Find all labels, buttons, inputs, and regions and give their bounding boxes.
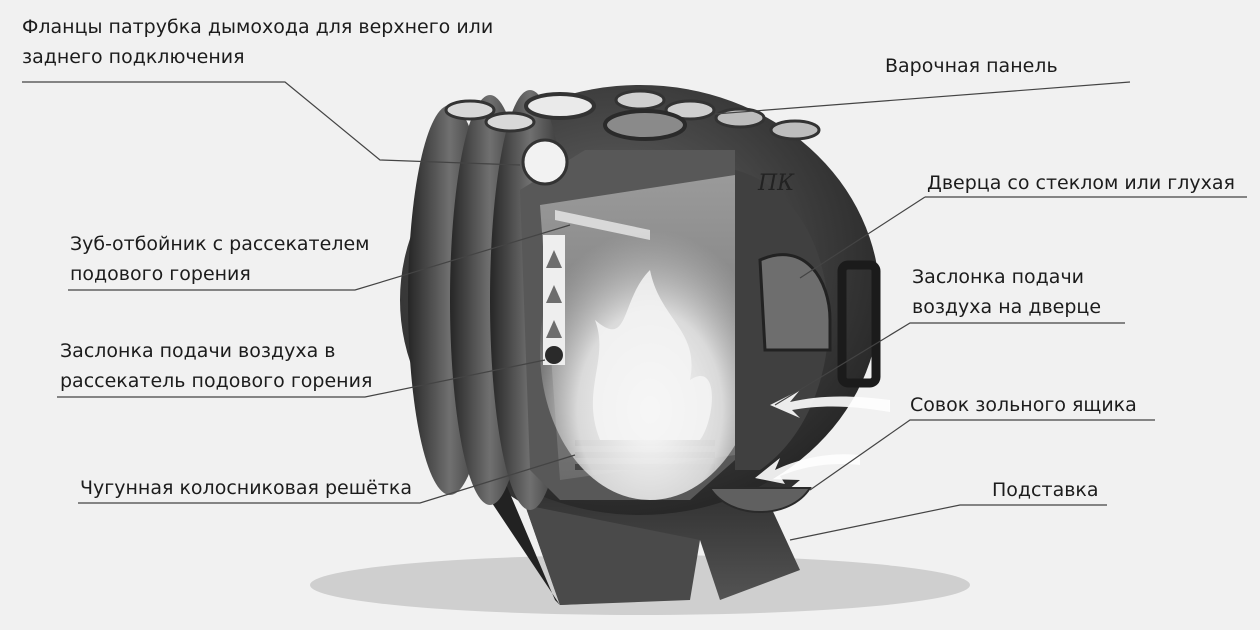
ash-pan-graphic xyxy=(708,487,812,513)
leader-lines xyxy=(22,81,1247,541)
leader-grate xyxy=(78,454,576,504)
label-hearth-damper-line1: Заслонка подачи воздуха в xyxy=(60,340,336,362)
label-hearth-damper-line2: рассекатель подового горения xyxy=(60,370,373,392)
label-flanges-line1: Фланцы патрубка дымохода для верхнего ил… xyxy=(22,16,494,38)
label-grate: Чугунная колосниковая решётка xyxy=(80,477,412,499)
door-graphic xyxy=(735,170,881,470)
label-deflector-line1: Зуб-отбойник с рассекателем xyxy=(70,233,370,255)
label-hearth-damper: Заслонка подачи воздуха в рассекатель по… xyxy=(60,336,372,396)
label-deflector-line2: подового горения xyxy=(70,263,251,285)
label-ash-scoop: Совок зольного ящика xyxy=(910,394,1137,416)
label-cooktop: Варочная панель xyxy=(885,55,1058,77)
label-stand: Подставка xyxy=(992,479,1099,501)
label-flanges: Фланцы патрубка дымохода для верхнего ил… xyxy=(22,12,493,72)
label-door-damper: Заслонка подачи воздуха на дверце xyxy=(912,262,1101,322)
label-door-damper-line2: воздуха на дверце xyxy=(912,296,1102,318)
leader-ash-scoop xyxy=(809,419,1155,491)
leader-deflector xyxy=(68,224,571,291)
leader-stand xyxy=(789,504,1107,541)
leader-door-to-part xyxy=(799,196,926,279)
rear-flange-disk xyxy=(521,138,569,186)
label-flanges-line2: заднего подключения xyxy=(22,46,245,68)
label-door-damper-line1: Заслонка подачи xyxy=(912,266,1085,288)
leader-door-damper xyxy=(774,322,1125,406)
label-deflector: Зуб-отбойник с рассекателем подового гор… xyxy=(70,229,369,289)
leader-hearth-damper xyxy=(57,359,546,398)
logo-mark: ПК xyxy=(757,171,795,196)
airflow-arrows xyxy=(755,390,890,484)
leader-flanges xyxy=(22,81,521,166)
leader-cooktop xyxy=(714,81,1131,115)
label-door: Дверца со стеклом или глухая xyxy=(927,172,1235,194)
firebox-cutaway xyxy=(520,150,760,500)
